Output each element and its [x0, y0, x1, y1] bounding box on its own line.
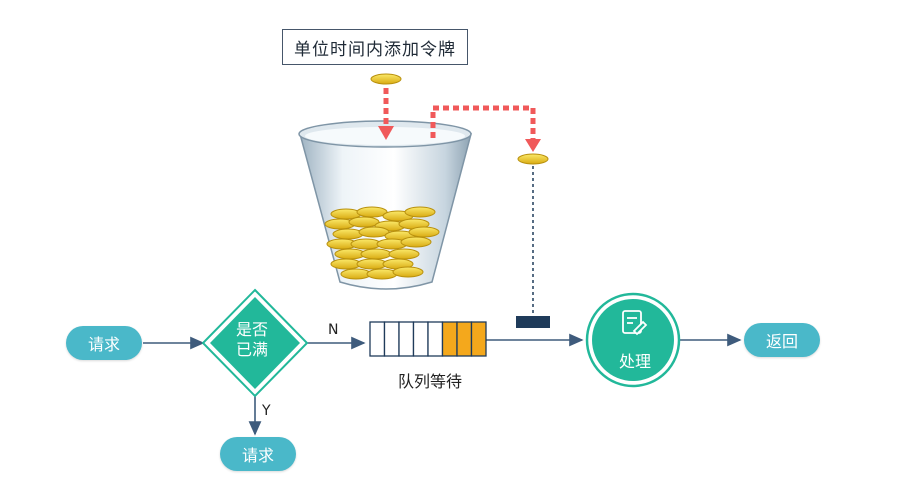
coin-pile	[324, 206, 440, 280]
queue-slot-empty	[369, 321, 386, 357]
branch-yes-label: Y	[262, 403, 271, 419]
decision-label: 是否 已满	[222, 320, 282, 360]
token-slot	[516, 316, 550, 328]
decision-diamond	[201, 288, 309, 398]
coin-icon	[348, 216, 380, 228]
coin-icon	[404, 206, 436, 218]
queue-slot-filled	[470, 321, 487, 357]
queue-slot-filled	[456, 321, 473, 357]
coin-icon	[366, 268, 398, 280]
falling-coin-icon	[370, 73, 402, 85]
document-edit-icon	[622, 310, 648, 336]
rejected-request-node: 请求	[220, 437, 296, 471]
token-bucket	[298, 120, 472, 290]
token-overflow-arrow	[430, 105, 541, 152]
token-rate-label: 单位时间内添加令牌	[282, 29, 468, 65]
dropped-coin-icon	[517, 153, 549, 165]
coin-icon	[400, 236, 432, 248]
process-node	[585, 292, 681, 388]
request-in-node: 请求	[66, 326, 142, 360]
queue-slot-empty	[383, 321, 400, 357]
coin-icon	[358, 226, 390, 238]
decision-label-line2: 已满	[235, 340, 268, 359]
queue-slot-empty	[412, 321, 429, 357]
coin-icon	[408, 226, 440, 238]
coin-icon	[356, 206, 388, 218]
token-add-arrow	[378, 88, 394, 140]
coin-icon	[360, 248, 392, 260]
queue-slot-filled	[441, 321, 458, 357]
decision-label-line1: 是否	[235, 320, 268, 339]
return-node: 返回	[744, 323, 820, 357]
waiting-queue	[369, 321, 487, 357]
coin-icon	[392, 266, 424, 278]
coin-icon	[332, 228, 364, 240]
queue-caption: 队列等待	[397, 372, 462, 391]
process-label: 处理	[618, 352, 651, 371]
branch-no-label: N	[328, 322, 339, 338]
queue-slot-empty	[427, 321, 444, 357]
coin-icon	[388, 248, 420, 260]
queue-slot-empty	[398, 321, 415, 357]
